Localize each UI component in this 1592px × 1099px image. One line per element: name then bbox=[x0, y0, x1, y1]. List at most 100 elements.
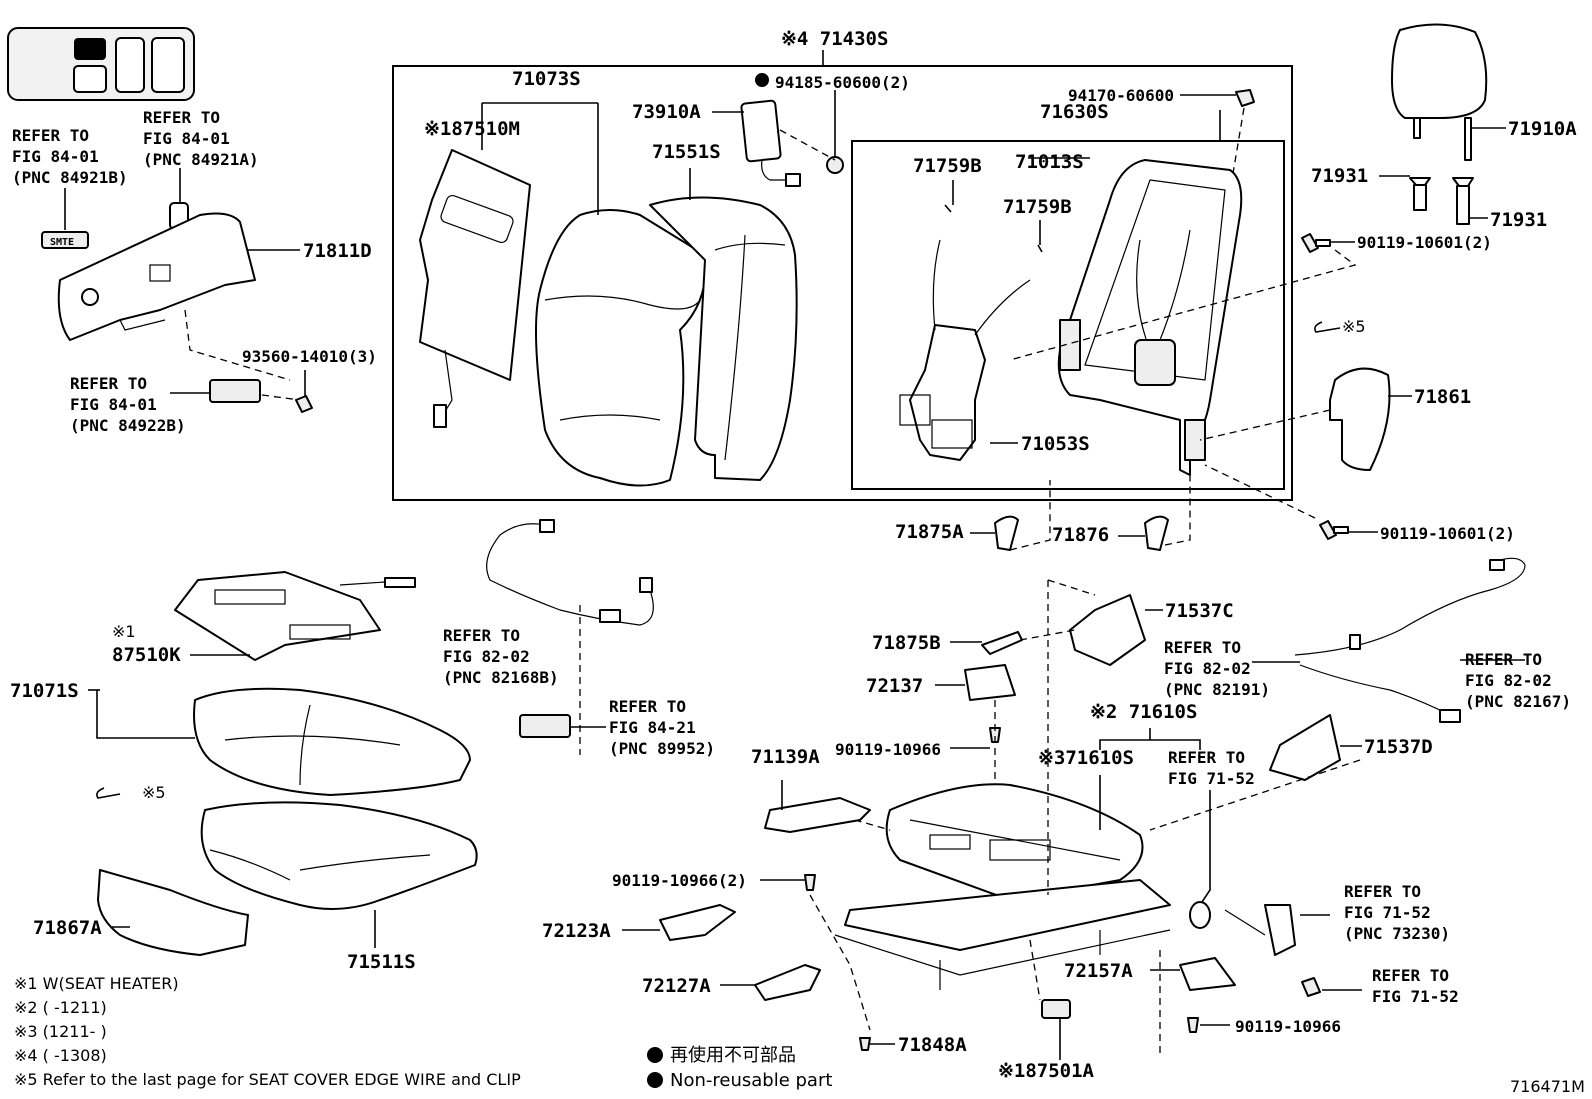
label-71811D: 71811D bbox=[303, 240, 372, 262]
ref-89952[interactable]: REFER TO FIG 84-21 (PNC 89952) bbox=[609, 697, 715, 758]
seat-track-71610S[interactable] bbox=[834, 783, 1171, 990]
label-71848A: 71848A bbox=[898, 1034, 967, 1056]
sensor-87501A[interactable] bbox=[1041, 999, 1071, 1019]
seatback-frame-subassembly-frame bbox=[851, 140, 1285, 490]
svg-text:(PNC 84921B): (PNC 84921B) bbox=[12, 168, 128, 187]
nut-94185[interactable] bbox=[755, 73, 844, 174]
svg-text:(PNC 84922B): (PNC 84922B) bbox=[70, 416, 186, 435]
clip-5-left[interactable] bbox=[96, 787, 121, 799]
label-71610S-3: ※371610S bbox=[1038, 747, 1134, 769]
seatback-frame-71013S[interactable] bbox=[1057, 159, 1243, 476]
side-airbag-73910A[interactable] bbox=[740, 99, 801, 187]
label-87510K-note: ※1 bbox=[112, 622, 136, 641]
bolt-71848A[interactable] bbox=[859, 1037, 871, 1051]
clip-5-right[interactable] bbox=[1314, 321, 1341, 333]
shield-71537C[interactable] bbox=[1069, 594, 1146, 666]
bullet-icon bbox=[647, 1072, 663, 1088]
svg-text:(PNC 82191): (PNC 82191) bbox=[1164, 680, 1270, 699]
cover-72127A[interactable] bbox=[754, 964, 821, 1001]
bolt-90119-10966-b[interactable] bbox=[1187, 1017, 1199, 1033]
svg-text:REFER TO: REFER TO bbox=[70, 374, 147, 393]
ref-82168B[interactable]: REFER TO FIG 82-02 (PNC 82168B) bbox=[443, 626, 559, 687]
label-71931-a: 71931 bbox=[1311, 165, 1368, 187]
cover-71876[interactable] bbox=[1144, 515, 1169, 551]
bolt-71-52[interactable] bbox=[1301, 977, 1321, 997]
ref-84921A[interactable]: REFER TO FIG 84-01 (PNC 84921A) bbox=[143, 108, 259, 169]
cushion-cover-71071S[interactable] bbox=[193, 687, 471, 796]
svg-text:FIG 84-21: FIG 84-21 bbox=[609, 718, 696, 737]
cushion-heater-87510K[interactable] bbox=[174, 571, 416, 661]
svg-text:REFER TO: REFER TO bbox=[1344, 882, 1421, 901]
shield-71537D[interactable] bbox=[1269, 714, 1341, 781]
svg-text:FIG 82-02: FIG 82-02 bbox=[1465, 671, 1552, 690]
label-71876: 71876 bbox=[1052, 524, 1109, 546]
cover-71139A[interactable] bbox=[764, 797, 871, 833]
switch-84922B[interactable] bbox=[209, 379, 261, 403]
cover-71875B[interactable] bbox=[981, 631, 1023, 655]
ref-84921B[interactable]: REFER TO FIG 84-01 (PNC 84921B) bbox=[12, 126, 128, 187]
label-71931-b: 71931 bbox=[1490, 209, 1547, 231]
label-71071S: 71071S bbox=[10, 680, 79, 702]
label-71013S: 71013S bbox=[1015, 151, 1084, 173]
svg-text:FIG 82-02: FIG 82-02 bbox=[443, 647, 530, 666]
label-71861: 71861 bbox=[1414, 386, 1471, 408]
ref-71-52-b[interactable]: REFER TO FIG 71-52 bbox=[1372, 966, 1459, 1006]
lumbar-support-71053S[interactable] bbox=[899, 239, 1031, 461]
ref-71-52-a[interactable]: REFER TO FIG 71-52 bbox=[1168, 748, 1255, 788]
cover-72123A[interactable] bbox=[659, 904, 736, 941]
label-93560: 93560-14010(3) bbox=[242, 347, 377, 366]
cover-72157A[interactable] bbox=[1179, 957, 1236, 991]
svg-text:REFER TO: REFER TO bbox=[143, 108, 220, 127]
bullet-icon bbox=[647, 1047, 663, 1063]
label-90119-10966-a: 90119-10966 bbox=[835, 740, 941, 759]
diagram-id: 716471M bbox=[1510, 1077, 1585, 1096]
label-72127A: 72127A bbox=[642, 975, 711, 997]
bolt-90119-10966-a[interactable] bbox=[989, 727, 1001, 743]
wire-harness-82168B[interactable] bbox=[486, 519, 654, 626]
svg-text:FIG 84-01: FIG 84-01 bbox=[143, 129, 230, 148]
cover-72137[interactable] bbox=[964, 664, 1016, 701]
ref-84922B[interactable]: REFER TO FIG 84-01 (PNC 84922B) bbox=[70, 374, 186, 435]
ref-73230[interactable]: REFER TO FIG 71-52 (PNC 73230) bbox=[1344, 882, 1450, 943]
headrest-71910A[interactable] bbox=[1391, 23, 1488, 161]
seatbelt-buckle-73230[interactable] bbox=[1224, 904, 1296, 956]
ref-82167[interactable]: REFER TO FIG 82-02 (PNC 82167) bbox=[1465, 650, 1571, 711]
label-87510K: 87510K bbox=[112, 644, 181, 666]
svg-text:(PNC 89952): (PNC 89952) bbox=[609, 739, 715, 758]
bolt-90119-10601-b[interactable] bbox=[1319, 520, 1349, 540]
label-71053S: 71053S bbox=[1021, 433, 1090, 455]
label-90119-10601-a: 90119-10601(2) bbox=[1357, 233, 1492, 252]
svg-text:FIG 82-02: FIG 82-02 bbox=[1164, 659, 1251, 678]
label-94185: 94185-60600(2) bbox=[775, 73, 910, 92]
label-73910A: 73910A bbox=[632, 101, 701, 123]
seatback-pad-71551S[interactable] bbox=[649, 196, 798, 481]
svg-text:REFER TO: REFER TO bbox=[12, 126, 89, 145]
cushion-pad-71511S[interactable] bbox=[200, 801, 478, 910]
ref-82191[interactable]: REFER TO FIG 82-02 (PNC 82191) bbox=[1164, 638, 1270, 699]
seatback-heater-87510M[interactable] bbox=[419, 149, 531, 428]
cover-71875A[interactable] bbox=[994, 515, 1019, 551]
wire-71759B[interactable] bbox=[944, 204, 1043, 253]
headrest-guide-71931-a[interactable] bbox=[1409, 177, 1431, 211]
label-clip-5-left: ※5 bbox=[142, 783, 166, 802]
label-71630S: 71630S bbox=[1040, 101, 1109, 123]
bolt-90119-10966-2[interactable] bbox=[804, 874, 816, 891]
label-71073S: 71073S bbox=[512, 68, 581, 90]
headrest-guide-71931-b[interactable] bbox=[1452, 177, 1474, 225]
nut-94170[interactable] bbox=[1235, 89, 1255, 107]
seat-switch-84921B[interactable]: SMTE bbox=[41, 231, 89, 249]
screw-93560[interactable] bbox=[295, 395, 313, 413]
grommet-71-52[interactable] bbox=[1189, 901, 1211, 929]
label-72157A: 72157A bbox=[1064, 960, 1133, 982]
seatback-cover-71073S[interactable] bbox=[535, 209, 707, 487]
wire-harness-82191-82167[interactable] bbox=[1294, 557, 1526, 723]
footnotes: ※1 W(SEAT HEATER) ※2 ( -1211) ※3 (1211- … bbox=[14, 974, 521, 1089]
connector-89952[interactable] bbox=[519, 714, 571, 738]
shield-71861[interactable] bbox=[1329, 367, 1391, 471]
bolt-90119-10601-a[interactable] bbox=[1301, 233, 1331, 253]
trim-71867A[interactable] bbox=[97, 869, 249, 956]
svg-text:(PNC 73230): (PNC 73230) bbox=[1344, 924, 1450, 943]
label-71910A: 71910A bbox=[1508, 118, 1577, 140]
seat-shield-71811D[interactable] bbox=[57, 212, 256, 341]
